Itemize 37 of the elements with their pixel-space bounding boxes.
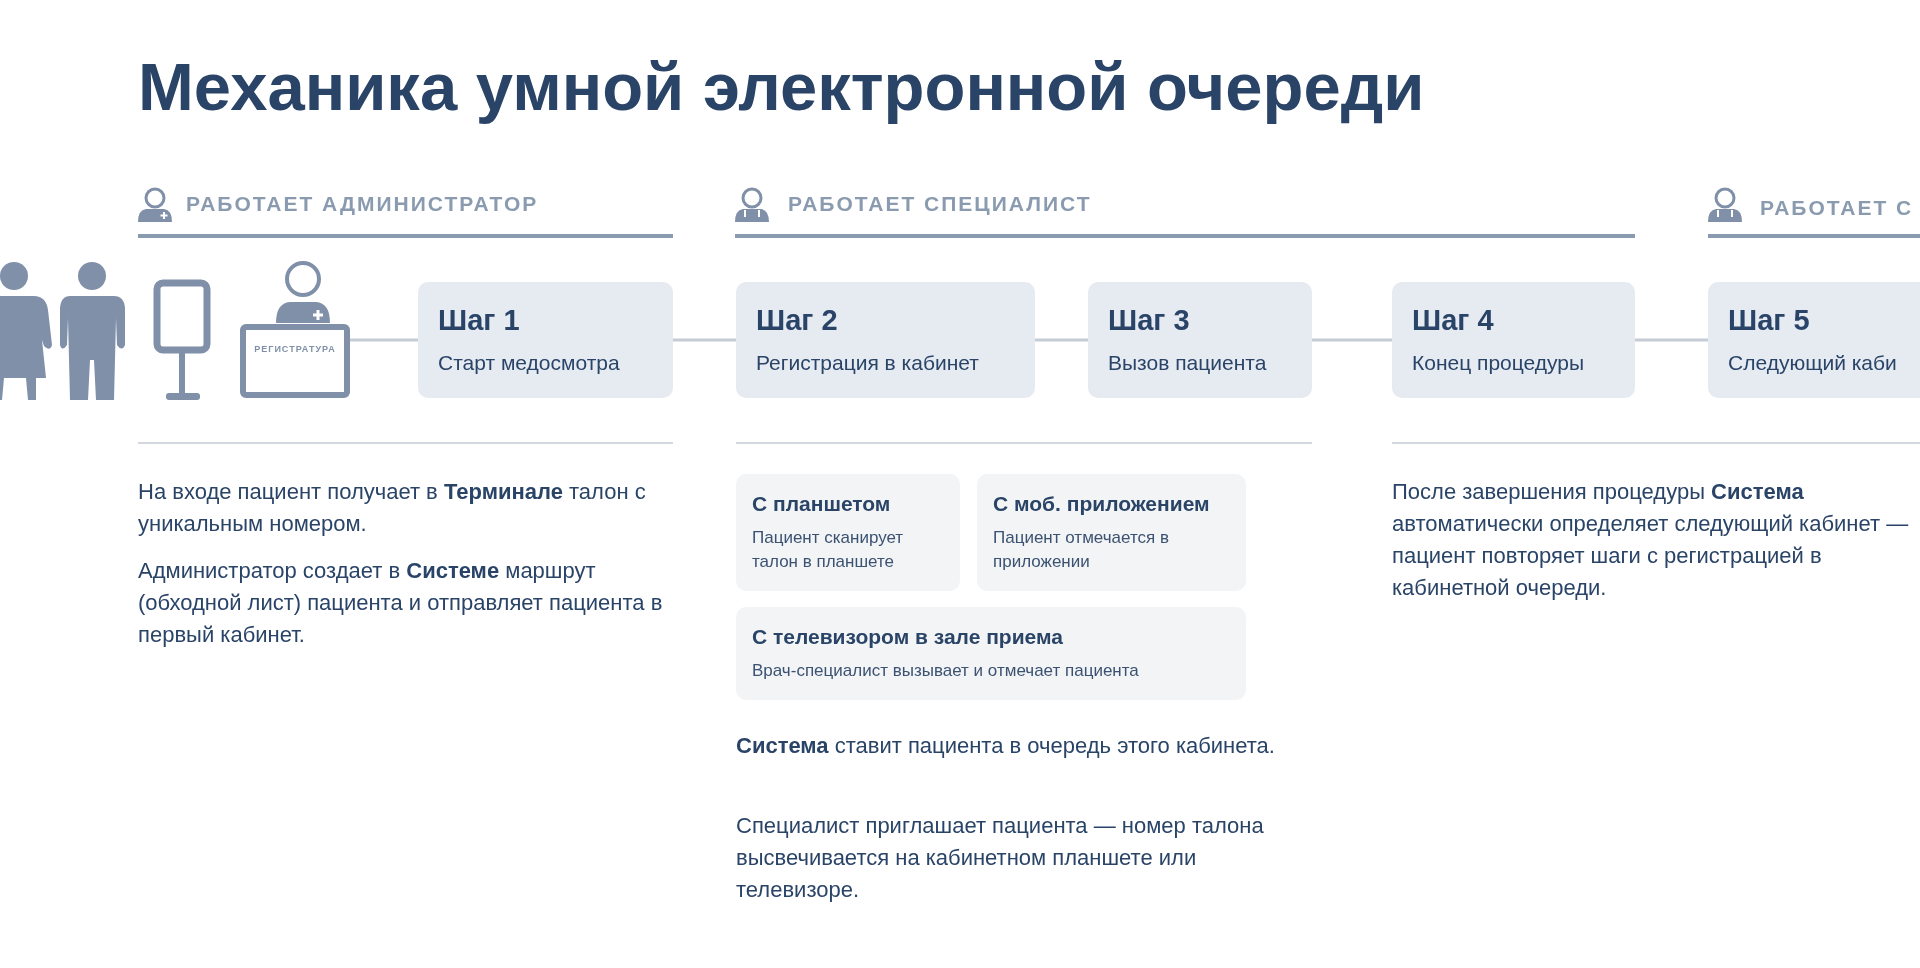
- section-heading: РАБОТАЕТ СПЕЦИАЛИСТ: [788, 192, 1092, 216]
- step-card: [1392, 282, 1635, 398]
- connector-line: [673, 338, 736, 342]
- desk-sign: РЕГИСТРАТУРА: [253, 344, 337, 354]
- step-heading: Шаг 2: [756, 304, 839, 337]
- step-description: Следующий каби: [1728, 351, 1898, 375]
- description-text: Специалист приглашает пациента — номер талона высвечивается на кабинетном планшете или телевизоре.: [736, 812, 1265, 904]
- step-card: [736, 282, 1035, 398]
- connector-line: [1312, 338, 1392, 342]
- description-text: После завершения процедуры Система автоматически определяет следующий кабинет — пациент повторяет шаги с регистрацией в кабинетной очереди.: [1392, 478, 1910, 602]
- step-heading: Шаг 5: [1728, 304, 1811, 337]
- step-card: [1088, 282, 1312, 398]
- step-heading: Шаг 3: [1108, 304, 1191, 337]
- option-heading: С планшетом: [752, 492, 892, 516]
- description-text: Система ставит пациента в очередь этого кабинета.: [736, 732, 1276, 760]
- option-description: Врач-специалист вызывает и отмечает пациента: [752, 660, 1140, 682]
- step-description: Старт медосмотра: [438, 351, 621, 375]
- step-heading: Шаг 4: [1412, 304, 1495, 337]
- connector-line: [350, 338, 418, 342]
- description-text: На входе пациент получает в Терминале талон с уникальным номером.: [138, 478, 647, 538]
- page-title: Механика умной электронной очереди: [138, 48, 1425, 125]
- option-description: Пациент сканирует талон в планшете: [752, 527, 905, 573]
- section-heading: РАБОТАЕТ С: [1760, 196, 1914, 220]
- description-text: Администратор создает в Системе маршрут (обходной лист) пациента и отправляет пациента в первый кабинет.: [138, 557, 664, 649]
- connector-line: [1035, 338, 1088, 342]
- step-card: [418, 282, 673, 398]
- section-heading: РАБОТАЕТ АДМИНИСТРАТОР: [186, 192, 539, 216]
- reception-desk: [240, 324, 350, 398]
- connector-line: [1635, 338, 1708, 342]
- step-description: Конец процедуры: [1412, 351, 1586, 375]
- option-heading: С моб. приложением: [993, 492, 1211, 516]
- option-heading: С телевизором в зале приема: [752, 625, 1064, 649]
- option-description: Пациент отмечается в приложении: [993, 527, 1170, 573]
- step-description: Вызов пациента: [1108, 351, 1268, 375]
- step-card: [1708, 282, 1920, 398]
- step-description: Регистрация в кабинет: [756, 351, 980, 375]
- step-heading: Шаг 1: [438, 304, 521, 337]
